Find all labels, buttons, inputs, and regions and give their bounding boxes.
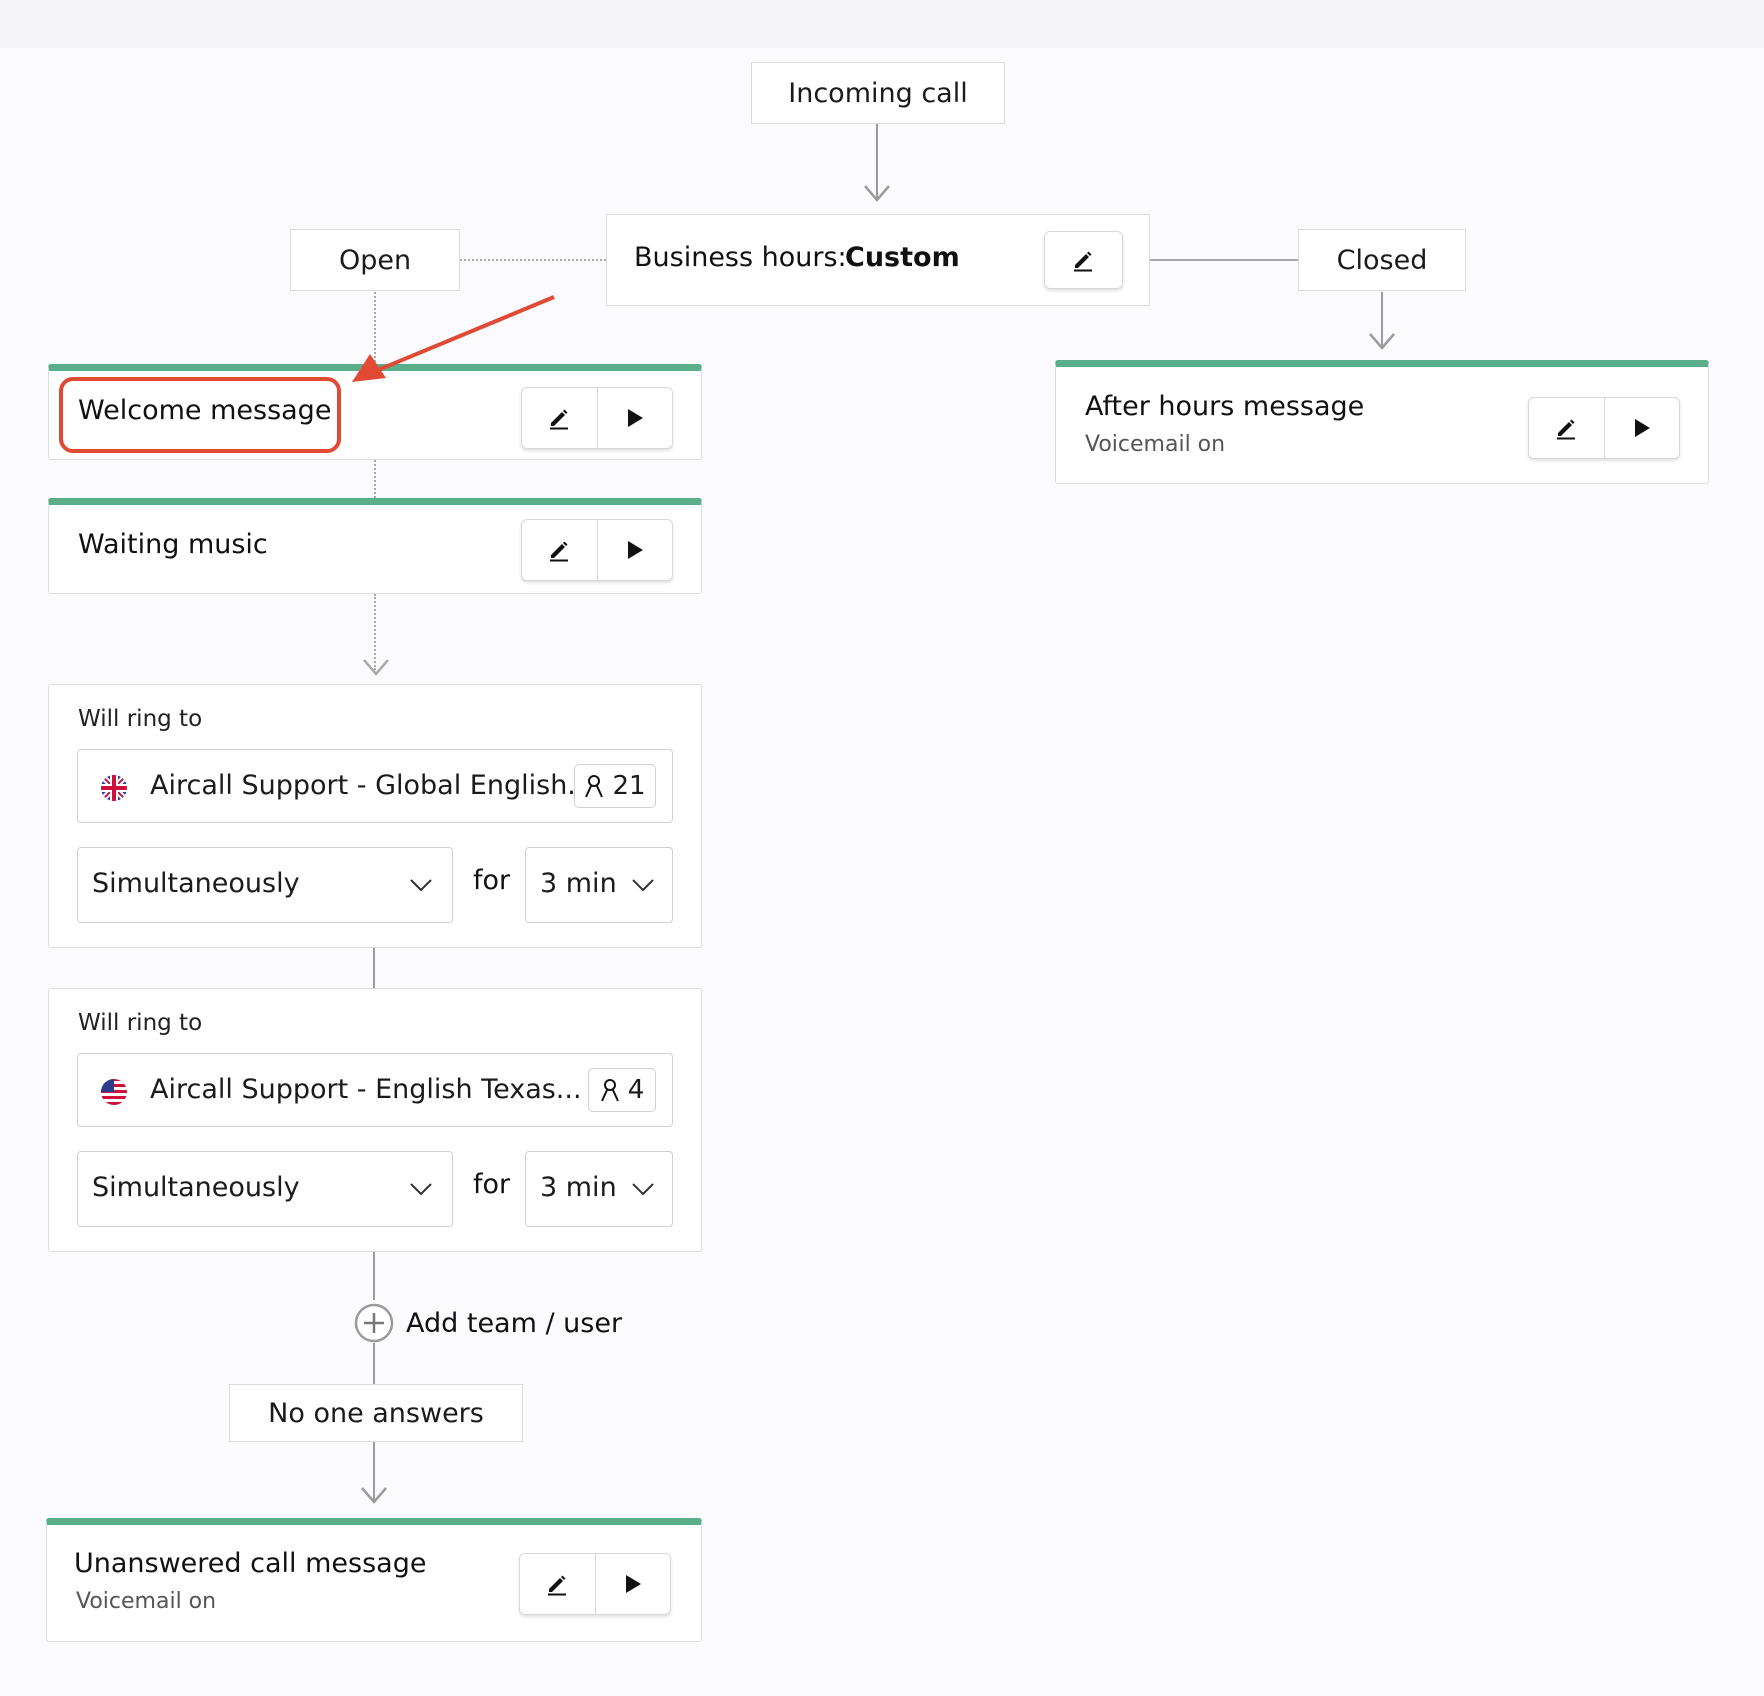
play-button[interactable]	[1603, 398, 1680, 458]
pencil-icon	[550, 409, 569, 430]
waiting-music-title: Waiting music	[78, 529, 268, 560]
ring-team-field[interactable]: Aircall Support - Global English... 21	[77, 749, 673, 823]
after-hours-card: After hours message Voicemail on	[1055, 360, 1709, 484]
connector-dotted	[374, 292, 376, 366]
edit-button[interactable]	[520, 1554, 595, 1614]
duration-value: 3 min	[540, 1172, 617, 1203]
after-hours-title: After hours message	[1085, 391, 1365, 422]
strategy-select[interactable]: Simultaneously	[77, 1151, 453, 1227]
connector-line	[1150, 259, 1298, 261]
connector-line	[876, 124, 878, 198]
duration-select[interactable]: 3 min	[525, 1151, 673, 1227]
connector-dotted	[374, 594, 376, 670]
waiting-music-actions	[521, 519, 673, 581]
connector-line	[373, 1252, 375, 1300]
ring-group-card: Will ring to Aircall Support - English T…	[48, 988, 702, 1252]
ring-team-name: Aircall Support - Global English...	[150, 770, 594, 801]
arrow-down-icon	[1369, 333, 1395, 350]
closed-label: Closed	[1336, 244, 1428, 276]
play-icon	[625, 1575, 641, 1593]
arrow-down-icon	[363, 659, 389, 676]
ring-team-field[interactable]: Aircall Support - English Texas... 4	[77, 1053, 673, 1127]
member-count: 21	[612, 771, 646, 801]
play-icon	[627, 409, 643, 427]
pencil-icon	[1073, 251, 1092, 272]
strategy-value: Simultaneously	[92, 1172, 300, 1203]
arrow-down-icon	[361, 1487, 387, 1504]
welcome-message-actions	[521, 387, 673, 449]
annotation-arrow	[352, 295, 555, 382]
for-label: for	[473, 1169, 511, 1200]
closed-node: Closed	[1298, 229, 1466, 291]
edit-button[interactable]	[1529, 398, 1604, 458]
ring-group-heading: Will ring to	[78, 1010, 203, 1036]
connector-line	[1381, 292, 1383, 346]
no-one-answers-label: No one answers	[268, 1397, 484, 1429]
play-button[interactable]	[596, 520, 673, 580]
unanswered-subtitle: Voicemail on	[76, 1589, 217, 1614]
strategy-value: Simultaneously	[92, 868, 300, 899]
after-hours-actions	[1528, 397, 1680, 459]
connector-dotted	[460, 259, 606, 261]
chevron-down-icon	[632, 1183, 654, 1196]
business-hours-node: Business hours: Custom	[606, 214, 1150, 306]
no-one-answers-node: No one answers	[229, 1384, 523, 1442]
member-count-badge: 4	[588, 1068, 656, 1112]
pencil-icon	[550, 541, 569, 562]
duration-value: 3 min	[540, 868, 617, 899]
member-count-badge: 21	[574, 764, 656, 808]
incoming-call-node: Incoming call	[751, 62, 1005, 124]
arrow-down-icon	[864, 185, 890, 202]
ring-group-heading: Will ring to	[78, 706, 203, 732]
welcome-message-title: Welcome message	[78, 395, 332, 426]
open-label: Open	[338, 244, 412, 276]
chevron-down-icon	[410, 879, 432, 892]
ring-group-card: Will ring to Aircall Support - Global En…	[48, 684, 702, 948]
business-hours-value: Custom	[845, 242, 960, 273]
highlight-box	[59, 377, 341, 453]
business-hours-edit-button[interactable]	[1044, 231, 1123, 289]
waiting-music-card: Waiting music	[48, 498, 702, 594]
person-icon	[600, 1079, 619, 1102]
play-icon	[1634, 419, 1650, 437]
strategy-select[interactable]: Simultaneously	[77, 847, 453, 923]
member-count: 4	[627, 1075, 645, 1105]
add-team-user-label: Add team / user	[406, 1307, 623, 1339]
after-hours-subtitle: Voicemail on	[1085, 432, 1226, 457]
connector-line	[373, 1343, 375, 1385]
uk-flag-icon	[101, 775, 127, 801]
connector-dotted	[374, 460, 376, 498]
person-icon	[585, 775, 604, 798]
pencil-icon	[548, 1575, 567, 1596]
ring-team-name: Aircall Support - English Texas...	[150, 1074, 582, 1105]
play-button[interactable]	[594, 1554, 671, 1614]
chevron-down-icon	[632, 879, 654, 892]
us-flag-icon	[101, 1079, 127, 1105]
incoming-call-label: Incoming call	[788, 77, 968, 109]
duration-select[interactable]: 3 min	[525, 847, 673, 923]
top-band	[0, 0, 1764, 48]
plus-circle-icon	[354, 1303, 394, 1343]
chevron-down-icon	[410, 1183, 432, 1196]
play-icon	[627, 541, 643, 559]
play-button[interactable]	[596, 388, 673, 448]
for-label: for	[473, 865, 511, 896]
edit-button[interactable]	[522, 388, 597, 448]
edit-button[interactable]	[1045, 232, 1120, 288]
business-hours-label: Business hours:	[634, 242, 847, 273]
unanswered-call-card: Unanswered call message Voicemail on	[46, 1518, 702, 1642]
unanswered-actions	[519, 1553, 671, 1615]
edit-button[interactable]	[522, 520, 597, 580]
connector-line	[373, 1442, 375, 1500]
welcome-message-card: Welcome message	[48, 364, 702, 460]
unanswered-title: Unanswered call message	[74, 1548, 427, 1579]
add-team-user-button[interactable]: Add team / user	[354, 1302, 654, 1344]
open-node: Open	[290, 229, 460, 291]
connector-line	[373, 948, 375, 988]
pencil-icon	[1557, 419, 1576, 440]
